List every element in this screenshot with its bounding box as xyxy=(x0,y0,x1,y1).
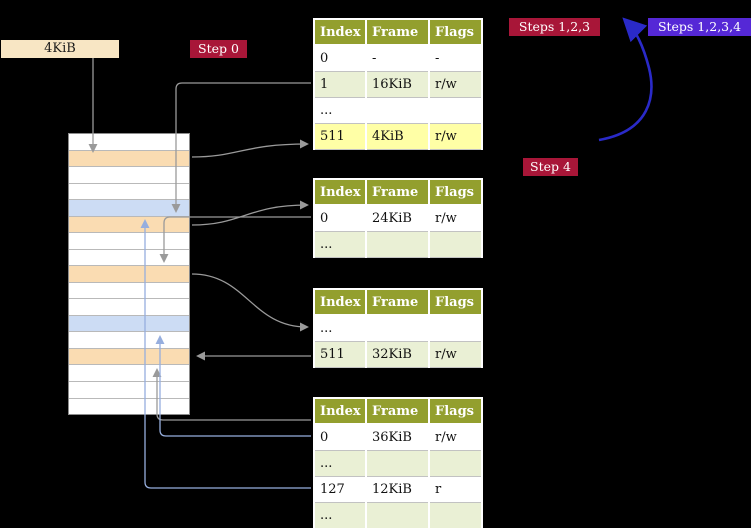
physical-memory-column xyxy=(68,133,190,415)
cell-index: 127 xyxy=(313,475,367,503)
column-header-frame: Frame xyxy=(365,397,430,425)
memory-frame-row xyxy=(69,200,189,217)
cell-flags: r/w xyxy=(428,340,483,368)
cell-flags: r/w xyxy=(428,204,483,232)
memory-frame-row xyxy=(69,134,189,151)
column-header-frame: Frame xyxy=(365,288,430,316)
cell-flags: r/w xyxy=(428,423,483,451)
cell-frame: 12KiB xyxy=(365,475,430,503)
column-header-flags: Flags xyxy=(428,178,483,206)
column-header-flags: Flags xyxy=(428,397,483,425)
table-row: 127 12KiB r xyxy=(313,475,483,503)
badge-step-0: Step 0 xyxy=(190,40,247,58)
cell-index: 0 xyxy=(313,44,367,72)
cell-frame xyxy=(365,230,430,258)
page-table-level-2: Index Frame Flags ... 511 32KiB r/w xyxy=(313,288,483,368)
arrow-16kib-frame-to-l3-table xyxy=(191,200,309,226)
cell-flags xyxy=(428,230,483,258)
memory-frame-row xyxy=(69,381,189,399)
memory-frame-row xyxy=(69,332,189,349)
table-header-row: Index Frame Flags xyxy=(313,178,483,206)
memory-frame-row xyxy=(69,167,189,184)
page-table-level-4: Index Frame Flags 0 - - 1 16KiB r/w ... xyxy=(313,18,483,150)
cell-index: 0 xyxy=(313,423,367,451)
cell-flags xyxy=(428,314,483,342)
column-header-index: Index xyxy=(313,288,367,316)
memory-frame-row xyxy=(69,315,189,333)
table-row: 0 24KiB r/w xyxy=(313,204,483,232)
memory-frame-row xyxy=(69,249,189,267)
cell-index: 1 xyxy=(313,70,367,98)
arrow-4kib-frame-to-l4-table xyxy=(191,139,309,158)
cell-frame xyxy=(365,314,430,342)
cell-flags xyxy=(428,449,483,477)
table-header-row: Index Frame Flags xyxy=(313,288,483,316)
table-row-recursive-entry: 511 4KiB r/w xyxy=(313,122,483,150)
cell-index: 511 xyxy=(313,340,367,368)
cell-index: ... xyxy=(313,96,367,124)
memory-frame-row xyxy=(69,183,189,201)
cell-frame xyxy=(365,96,430,124)
table-row: ... xyxy=(313,449,483,477)
badge-steps-1-2-3-4: Steps 1,2,3,4 xyxy=(648,18,751,36)
arrow-l4-entry1-to-16kib-frame xyxy=(171,82,311,213)
recursive-loop-arrow xyxy=(598,17,653,142)
table-row: ... xyxy=(313,96,483,124)
cell-frame: 36KiB xyxy=(365,423,430,451)
memory-frame-row xyxy=(69,233,189,250)
table-row: ... xyxy=(313,230,483,258)
memory-frame-row xyxy=(69,365,189,382)
memory-frame-row xyxy=(69,150,189,168)
table-row: 0 - - xyxy=(313,44,483,72)
cell-frame: 4KiB xyxy=(365,122,430,150)
table-header-row: Index Frame Flags xyxy=(313,18,483,46)
memory-frame-row xyxy=(69,266,189,283)
cell-frame: 24KiB xyxy=(365,204,430,232)
cell-flags: - xyxy=(428,44,483,72)
cell-index: ... xyxy=(313,230,367,258)
column-header-flags: Flags xyxy=(428,18,483,46)
cr3-register-box: 4KiB xyxy=(1,40,119,58)
cell-frame: - xyxy=(365,44,430,72)
column-header-index: Index xyxy=(313,178,367,206)
table-row: 1 16KiB r/w xyxy=(313,70,483,98)
page-table-level-3: Index Frame Flags 0 24KiB r/w ... xyxy=(313,178,483,258)
table-row: 0 36KiB r/w xyxy=(313,423,483,451)
cell-index: ... xyxy=(313,314,367,342)
cell-flags: r/w xyxy=(428,70,483,98)
column-header-flags: Flags xyxy=(428,288,483,316)
table-row: ... xyxy=(313,314,483,342)
cell-flags: r/w xyxy=(428,122,483,150)
memory-frame-row xyxy=(69,299,189,316)
memory-frame-row xyxy=(69,348,189,366)
cell-flags: r xyxy=(428,475,483,503)
cell-index: ... xyxy=(313,449,367,477)
arrow-24kib-frame-to-l2-table xyxy=(191,273,309,332)
memory-frame-row xyxy=(69,398,189,415)
cell-frame xyxy=(365,501,430,528)
column-header-index: Index xyxy=(313,397,367,425)
column-header-frame: Frame xyxy=(365,178,430,206)
cell-flags xyxy=(428,501,483,528)
column-header-index: Index xyxy=(313,18,367,46)
column-header-frame: Frame xyxy=(365,18,430,46)
cell-frame xyxy=(365,449,430,477)
cell-index: ... xyxy=(313,501,367,528)
cell-flags xyxy=(428,96,483,124)
cell-frame: 32KiB xyxy=(365,340,430,368)
cell-index: 511 xyxy=(313,122,367,150)
badge-steps-1-2-3: Steps 1,2,3 xyxy=(509,18,600,36)
memory-frame-row xyxy=(69,282,189,300)
badge-step-4: Step 4 xyxy=(523,158,578,176)
table-row: 511 32KiB r/w xyxy=(313,340,483,368)
table-header-row: Index Frame Flags xyxy=(313,397,483,425)
table-row: ... xyxy=(313,501,483,528)
cell-index: 0 xyxy=(313,204,367,232)
page-table-level-1: Index Frame Flags 0 36KiB r/w ... 127 12… xyxy=(313,397,483,528)
cell-frame: 16KiB xyxy=(365,70,430,98)
memory-frame-row xyxy=(69,216,189,234)
